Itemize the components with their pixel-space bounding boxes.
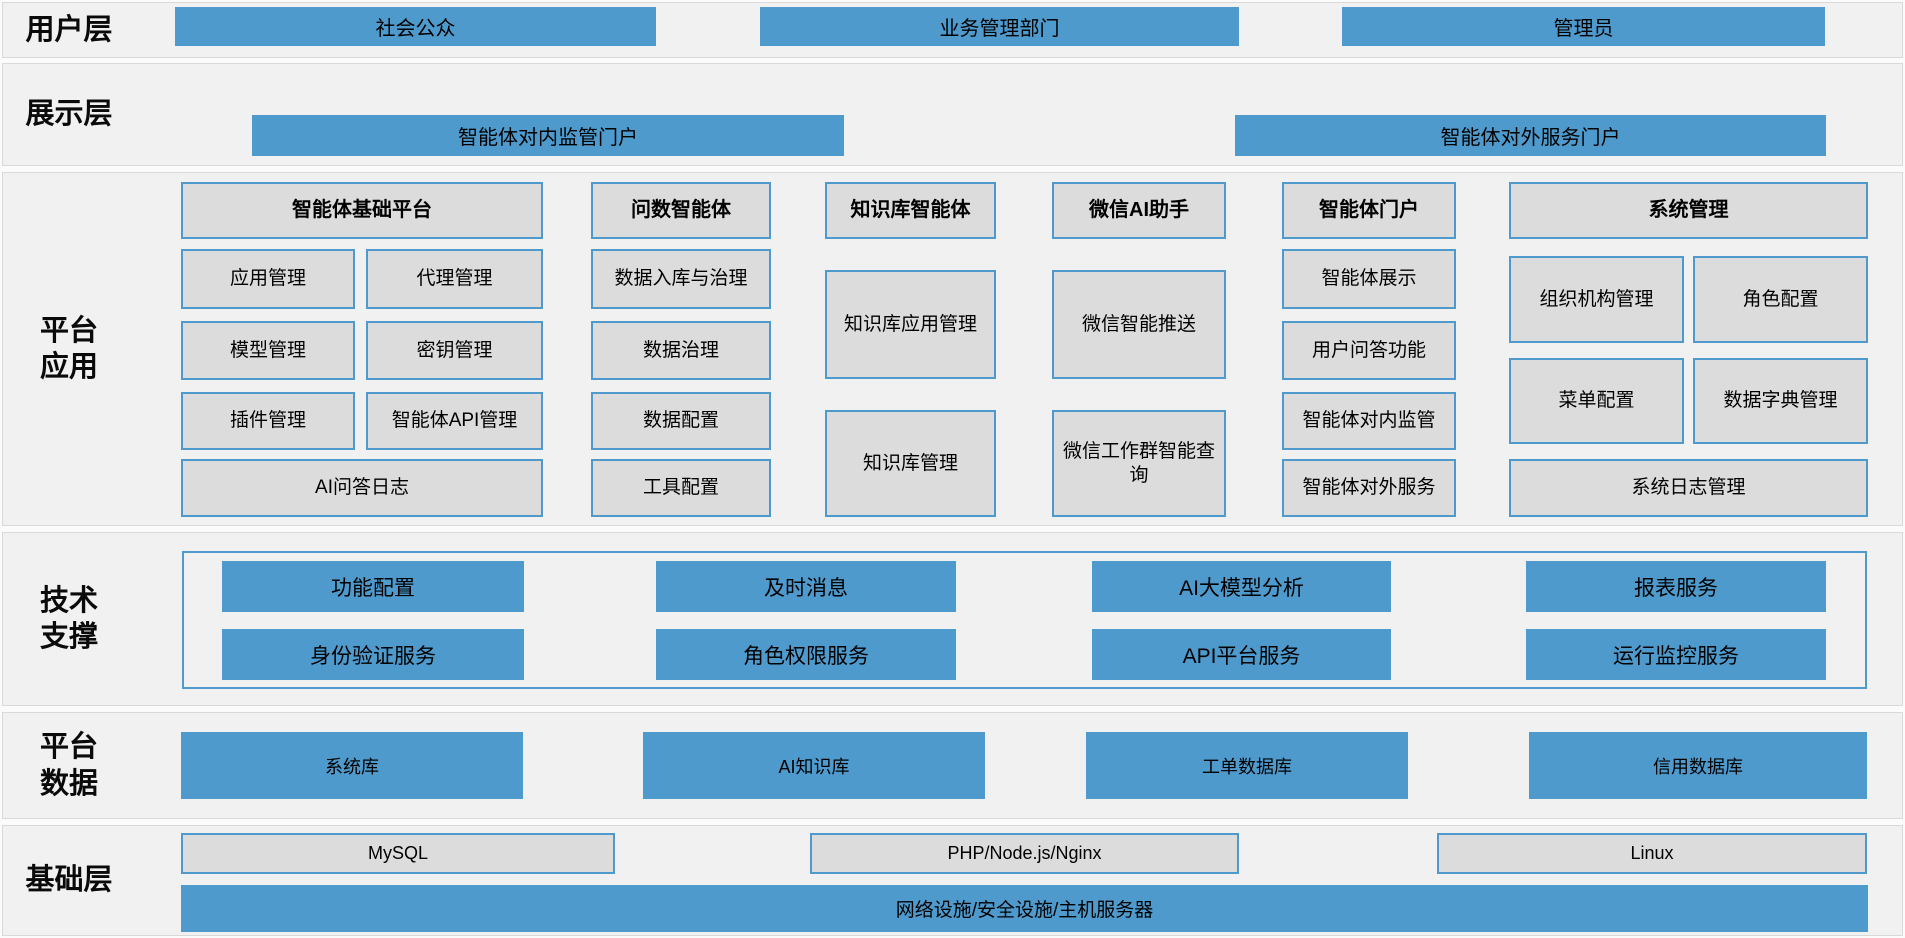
data-box-ai-knowledge-db: AI知识库 — [643, 732, 985, 799]
app-box-user-qa: 用户问答功能 — [1282, 321, 1456, 380]
app-box-kb-mgmt: 知识库管理 — [825, 410, 996, 517]
band-user-layer: 用户层 社会公众 业务管理部门 管理员 — [2, 2, 1903, 58]
app-box-org-mgmt: 组织机构管理 — [1509, 256, 1684, 343]
app-box-tool-config: 工具配置 — [591, 459, 771, 517]
app-box-wechat-group-query: 微信工作群智能查询 — [1052, 410, 1226, 517]
app-box-menu-config: 菜单配置 — [1509, 358, 1684, 444]
app-box-data-governance: 数据治理 — [591, 321, 771, 380]
app-col2-header: 问数智能体 — [591, 182, 771, 239]
band-tech-support-layer: 技术 支撑 功能配置 及时消息 AI大模型分析 报表服务 身份验证服务 角色权限… — [2, 532, 1903, 706]
tech-box-runtime-monitoring: 运行监控服务 — [1526, 629, 1826, 680]
app-box-application-mgmt: 应用管理 — [181, 249, 355, 309]
app-box-role-config: 角色配置 — [1693, 256, 1868, 343]
app-box-data-ingest-governance: 数据入库与治理 — [591, 249, 771, 309]
data-box-system-db: 系统库 — [181, 732, 523, 799]
tech-box-ai-llm-analysis: AI大模型分析 — [1092, 561, 1391, 612]
data-box-credit-db: 信用数据库 — [1529, 732, 1867, 799]
data-box-workorder-db: 工单数据库 — [1086, 732, 1408, 799]
app-box-agent-api-mgmt: 智能体API管理 — [366, 392, 543, 450]
app-box-data-dict-mgmt: 数据字典管理 — [1693, 358, 1868, 444]
portal-external-service: 智能体对外服务门户 — [1235, 115, 1826, 156]
tech-box-function-config: 功能配置 — [222, 561, 524, 612]
app-box-key-mgmt: 密钥管理 — [366, 321, 543, 380]
tech-support-frame — [182, 551, 1867, 689]
app-box-data-config: 数据配置 — [591, 392, 771, 450]
infra-box-php-node-nginx: PHP/Node.js/Nginx — [810, 833, 1239, 874]
band-platform-app-layer: 平台 应用 智能体基础平台 应用管理 代理管理 模型管理 密钥管理 插件管理 智… — [2, 172, 1903, 526]
app-box-agent-mgmt: 代理管理 — [366, 249, 543, 309]
user-box-dept: 业务管理部门 — [760, 7, 1239, 46]
user-layer-label: 用户层 — [25, 13, 113, 46]
tech-box-instant-message: 及时消息 — [656, 561, 956, 612]
app-box-ai-qa-log: AI问答日志 — [181, 459, 543, 517]
portal-internal-supervision: 智能体对内监管门户 — [252, 115, 844, 156]
tech-box-identity-verification: 身份验证服务 — [222, 629, 524, 680]
display-layer-label: 展示层 — [25, 98, 113, 131]
app-col4-header: 微信AI助手 — [1052, 182, 1226, 239]
tech-box-role-permission: 角色权限服务 — [656, 629, 956, 680]
band-platform-data-layer: 平台 数据 系统库 AI知识库 工单数据库 信用数据库 — [2, 712, 1903, 819]
app-box-model-mgmt: 模型管理 — [181, 321, 355, 380]
infrastructure-layer-label: 基础层 — [25, 864, 113, 897]
app-col5-header: 智能体门户 — [1282, 182, 1456, 239]
platform-app-layer-label: 平台 应用 — [39, 314, 98, 383]
tech-support-layer-label: 技术 支撑 — [39, 584, 98, 653]
infra-box-linux: Linux — [1437, 833, 1867, 874]
app-col6-header: 系统管理 — [1509, 182, 1868, 239]
infra-bar-network-facilities: 网络设施/安全设施/主机服务器 — [181, 885, 1868, 932]
platform-data-layer-label: 平台 数据 — [39, 731, 98, 800]
app-box-plugin-mgmt: 插件管理 — [181, 392, 355, 450]
app-box-agent-internal-supervision: 智能体对内监管 — [1282, 392, 1456, 450]
band-display-layer: 展示层 智能体对内监管门户 智能体对外服务门户 — [2, 63, 1903, 166]
user-box-public: 社会公众 — [175, 7, 656, 46]
app-col1-header: 智能体基础平台 — [181, 182, 543, 239]
app-col3-header: 知识库智能体 — [825, 182, 996, 239]
tech-box-report-service: 报表服务 — [1526, 561, 1826, 612]
band-infrastructure-layer: 基础层 MySQL PHP/Node.js/Nginx Linux 网络设施/安… — [2, 825, 1903, 936]
app-box-system-log-mgmt: 系统日志管理 — [1509, 459, 1868, 517]
app-box-agent-external-service: 智能体对外服务 — [1282, 459, 1456, 517]
app-box-kb-application-mgmt: 知识库应用管理 — [825, 270, 996, 379]
app-box-agent-display: 智能体展示 — [1282, 249, 1456, 309]
user-box-admin: 管理员 — [1342, 7, 1825, 46]
app-box-wechat-smart-push: 微信智能推送 — [1052, 270, 1226, 379]
tech-box-api-platform: API平台服务 — [1092, 629, 1391, 680]
infra-box-mysql: MySQL — [181, 833, 615, 874]
